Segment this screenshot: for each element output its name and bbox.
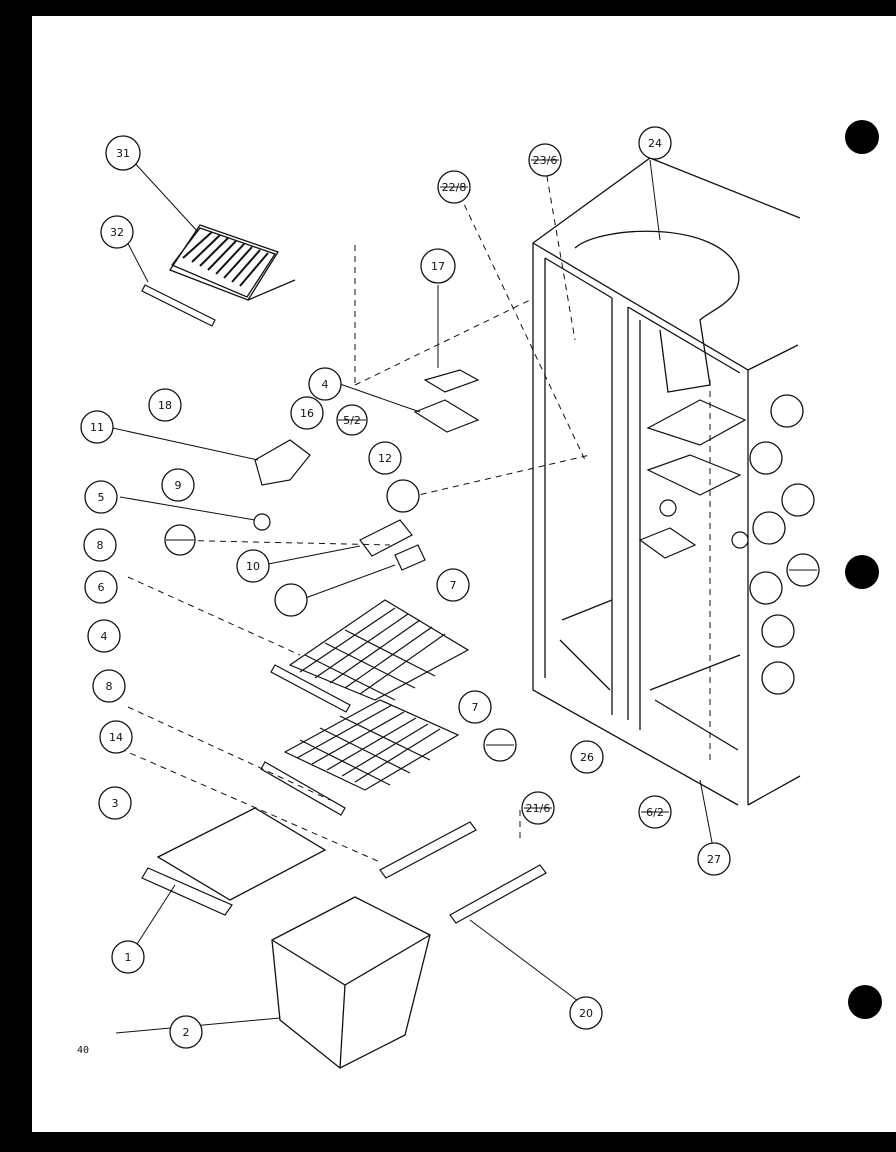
callout-label: 31 (116, 147, 130, 160)
crisper-pan-part (271, 896, 431, 1069)
callout-label: 7 (450, 579, 457, 592)
ice-tray-part (169, 224, 296, 301)
callout-label: 17 (431, 260, 445, 273)
callout-label: 18 (158, 399, 172, 412)
callout-label: 32 (110, 226, 124, 239)
shelf-rail-upper (270, 664, 351, 713)
callout-label: 24 (648, 137, 662, 150)
crisper-cover-part (156, 807, 327, 901)
callout-r1 (770, 394, 804, 428)
callout-label: 8 (106, 680, 113, 693)
callout-11 (80, 410, 114, 444)
callout-20 (569, 996, 603, 1030)
slide-rail-part (379, 821, 477, 879)
binder-hole-bottom (848, 985, 882, 1019)
callout-label: 5 (98, 491, 105, 504)
slide-rail-part-2 (449, 864, 547, 924)
callout-3 (98, 786, 132, 820)
callout-label: 4 (101, 630, 108, 643)
callout-24 (638, 126, 672, 160)
callout-7b (458, 690, 492, 724)
callout-label: 16 (300, 407, 314, 420)
callout-label: 27 (707, 853, 721, 866)
callout-label: 22/8 (442, 181, 467, 194)
callout-label: 6/2 (646, 806, 664, 819)
callout-18 (148, 388, 182, 422)
leader-lines (99, 164, 711, 863)
callout-r4 (752, 511, 786, 545)
callout-r2 (749, 441, 783, 475)
callout-16 (290, 396, 324, 430)
callout-19 (274, 583, 308, 617)
callout-label: 10 (246, 560, 260, 573)
callout-label: 6 (98, 581, 105, 594)
shelf-trim-part (141, 284, 216, 327)
fraction-bars (166, 159, 817, 813)
wire-shelf-lower (283, 699, 460, 791)
callout-27 (697, 842, 731, 876)
callout-4b (87, 619, 121, 653)
callout-labels: 31 32 17 4 18 11 5/2 16 9 5 12 6 10 8 7 … (90, 137, 721, 1039)
refrigerator-cabinet (532, 157, 801, 806)
callout-12 (368, 441, 402, 475)
cover-trim-part (141, 867, 233, 916)
callout-label: 2 (183, 1026, 190, 1039)
callout-17 (420, 248, 456, 284)
callout-8b (92, 669, 126, 703)
callout-label: 5/2 (343, 414, 361, 427)
callout-26 (570, 740, 604, 774)
callout-r7 (761, 614, 795, 648)
callout-label: 20 (579, 1007, 593, 1020)
callout-label: 1 (125, 951, 132, 964)
callout-label: 23/6 (533, 154, 558, 167)
callout-label: 11 (90, 421, 104, 434)
callout-7a (436, 568, 470, 602)
callout-label: 9 (175, 479, 182, 492)
callout-14 (99, 720, 133, 754)
callout-label: 7 (472, 701, 479, 714)
callout-9 (161, 468, 195, 502)
callout-2 (169, 1015, 203, 1049)
callout-31 (105, 135, 141, 171)
small-components (253, 369, 749, 571)
callout-13 (386, 479, 420, 513)
callout-r8 (761, 661, 795, 695)
callout-10 (236, 549, 270, 583)
callout-label: 14 (109, 731, 123, 744)
callout-label: 4 (322, 378, 329, 391)
page-number: 40 (77, 1045, 90, 1056)
callout-r3 (781, 483, 815, 517)
callout-r6 (749, 571, 783, 605)
shelf-rail-lower (260, 761, 346, 816)
binder-hole-top (845, 120, 879, 154)
callout-label: 3 (112, 797, 119, 810)
callout-1 (111, 940, 145, 974)
wire-shelf-upper (288, 599, 470, 701)
callout-6c (84, 570, 118, 604)
callout-5 (84, 480, 118, 514)
callout-label: 26 (580, 751, 594, 764)
callout-8a (83, 528, 117, 562)
callout-label: 12 (378, 452, 392, 465)
binder-hole-middle (845, 555, 879, 589)
callout-label: 8 (97, 539, 104, 552)
callout-bubbles (80, 126, 820, 1049)
callout-32 (100, 215, 134, 249)
callout-label: 21/6 (526, 802, 551, 815)
callout-4 (308, 367, 342, 401)
